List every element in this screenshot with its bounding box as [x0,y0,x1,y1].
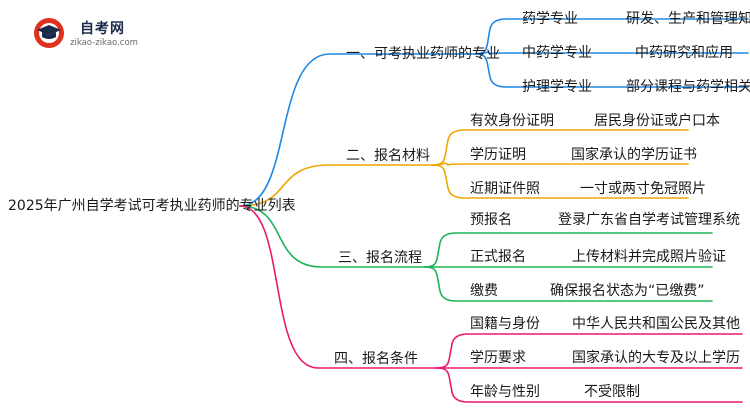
item-name: 学历证明 [470,147,526,163]
item-connector [473,18,749,55]
item-detail: 上传材料并完成照片验证 [572,249,726,265]
branch-connector [239,53,475,207]
item-name: 年龄与性别 [470,384,540,400]
item-detail: 中药研究和应用 [635,45,733,61]
logo-url: zikao-zikao.com [70,38,138,48]
item-detail: 居民身份证或户口本 [594,113,720,129]
branch-connector [239,205,437,369]
item-connector [423,232,713,268]
branch-connector [239,205,425,268]
branch-label: 三、报名流程 [338,250,422,266]
branch-label: 四、报名条件 [334,351,418,367]
item-name: 近期证件照 [470,181,540,197]
item-detail: 一寸或两寸免冠照片 [580,181,706,197]
item-detail: 研发、生产和管理知识 [626,11,750,27]
root-topic: 2025年广州自学考试可考执业药师的专业列表 [8,198,296,214]
item-name: 缴费 [470,283,498,299]
logo-name: 自考网 [80,21,125,37]
item-name: 正式报名 [470,249,526,265]
item-name: 护理学专业 [522,79,592,95]
item-connector [473,53,749,88]
item-connector [435,367,743,403]
item-detail: 中华人民共和国公民及其他 [572,316,740,332]
item-name: 预报名 [470,212,512,228]
branch-label: 二、报名材料 [346,148,430,164]
item-name: 药学专业 [522,11,578,27]
item-connector [431,129,689,166]
graduation-cap-icon [34,18,64,48]
branch-label: 一、可考执业药师的专业 [346,46,500,62]
item-name: 有效身份证明 [470,113,554,129]
item-detail: 不受限制 [584,384,640,400]
item-name: 中药学专业 [522,45,592,61]
item-name: 学历要求 [470,350,526,366]
item-detail: 确保报名状态为“已缴费” [550,283,705,299]
item-detail: 部分课程与药学相关 [626,79,750,95]
item-detail: 登录广东省自学考试管理系统 [558,212,740,228]
site-logo: 自考网 zikao-zikao.com [26,12,166,52]
branch-connector [239,164,433,207]
item-detail: 国家承认的大专及以上学历 [572,350,740,366]
item-connector [423,266,713,302]
item-detail: 国家承认的学历证书 [571,147,697,163]
item-connector [473,51,749,55]
item-connector [435,333,743,369]
item-connector [431,164,689,199]
item-connector [431,162,689,166]
item-name: 国籍与身份 [470,316,540,332]
